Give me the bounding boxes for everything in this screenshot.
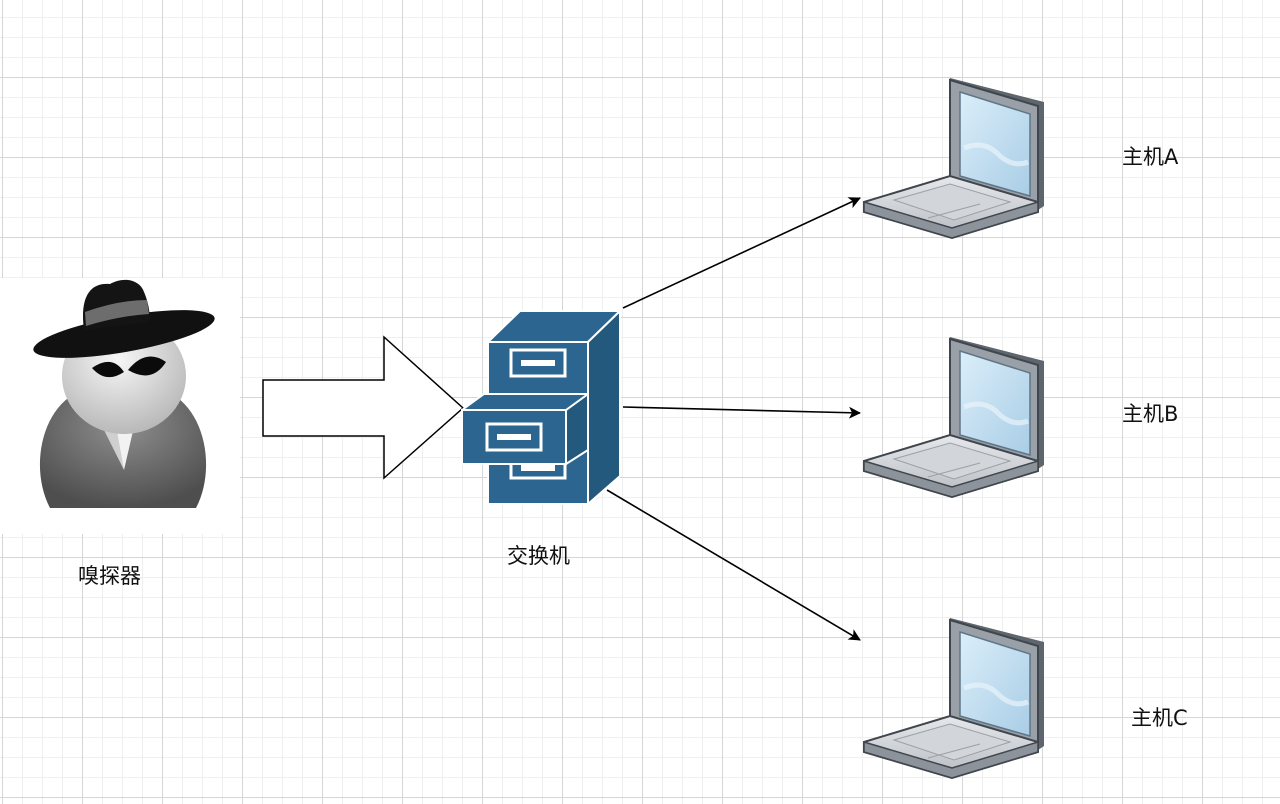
host-b-laptop-icon: [864, 337, 1044, 497]
host-c-label: 主机C: [1131, 706, 1188, 730]
switch-to-host-b-edge: [622, 406, 861, 419]
switch-label: 交换机: [507, 544, 570, 568]
host-c-laptop-icon: [864, 618, 1044, 778]
sniffer-to-switch-block-arrow: [262, 335, 465, 480]
switch-to-host-c-edge: [606, 489, 861, 641]
host-a-label: 主机A: [1122, 145, 1179, 169]
host-a-laptop-icon: [864, 78, 1044, 238]
host-b-label: 主机B: [1122, 402, 1179, 426]
sniffer-spy-icon: [0, 278, 240, 534]
switch-to-host-a-edge: [622, 197, 861, 309]
switch-filing-cabinet-icon: [461, 310, 621, 505]
sniffer-label: 嗅探器: [78, 564, 141, 588]
